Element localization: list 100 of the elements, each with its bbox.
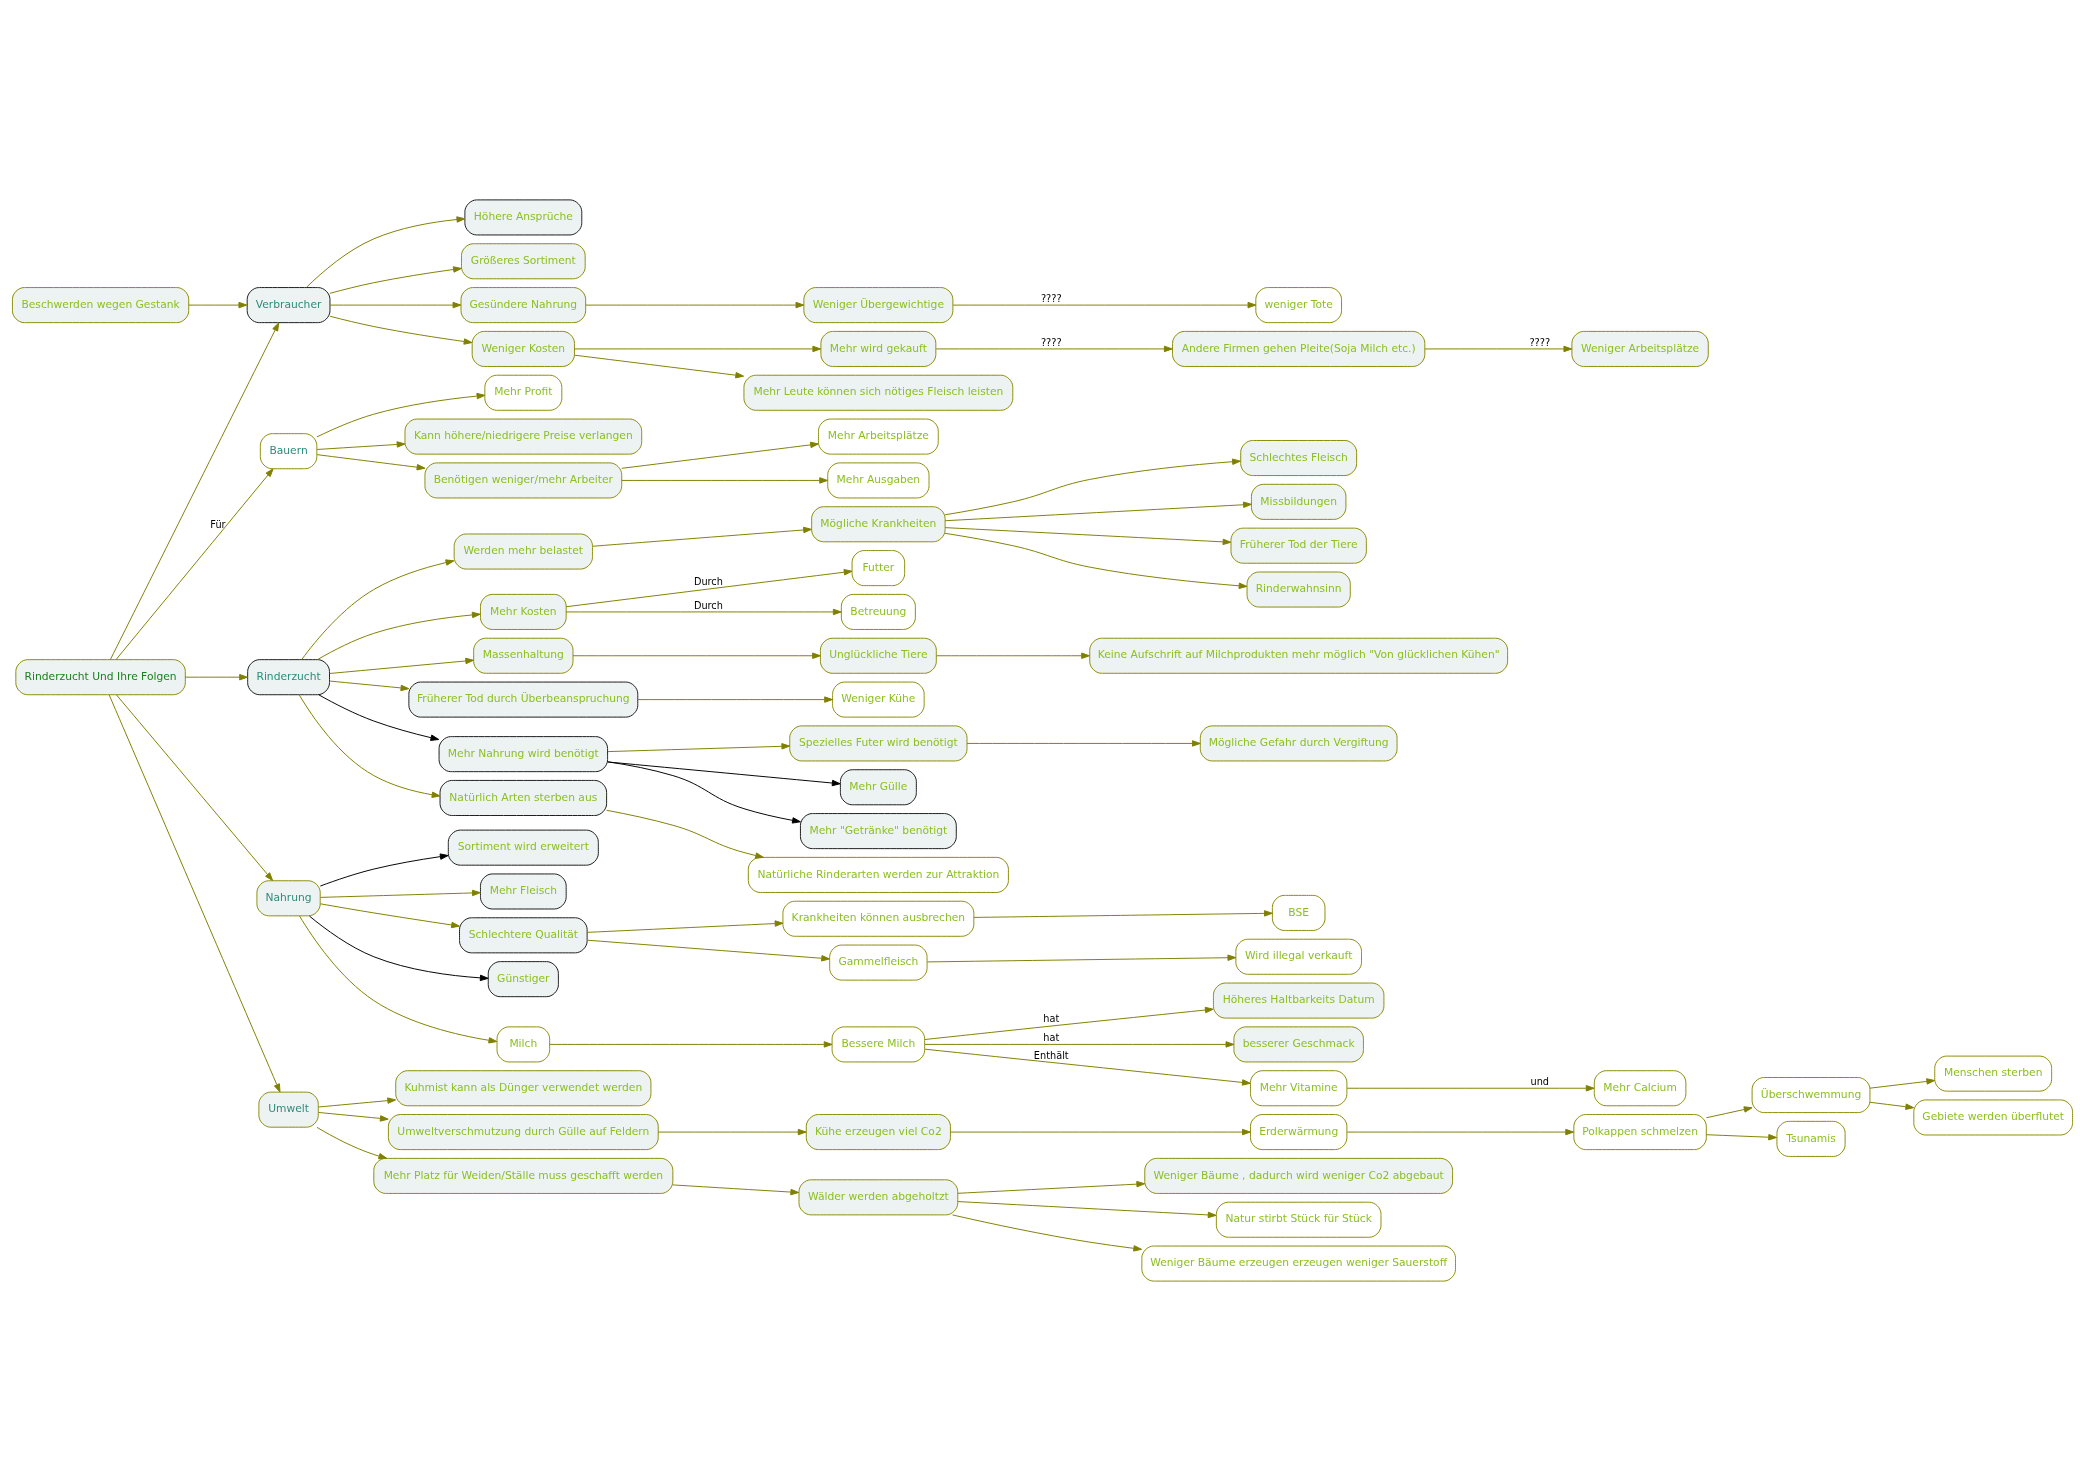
arrow [316, 453, 426, 470]
node-box: Wälder werden abgeholtzt [798, 1178, 959, 1215]
edge-label: hat [1043, 1012, 1060, 1024]
node-box: Schlechtes Fleisch [1240, 439, 1358, 476]
node-box: Kann höhere/niedrigere Preise verlangen [404, 418, 643, 455]
arrow [317, 611, 481, 660]
node-box: Kühe erzeugen viel Co2 [805, 1113, 951, 1150]
arrow [957, 1180, 1146, 1194]
node-box: Mehr Nahrung wird benötigt [438, 735, 609, 772]
arrow [944, 501, 1252, 521]
arrow [585, 301, 805, 308]
node-box: Spezielles Futer wird benötigt [789, 724, 968, 761]
arrow [329, 657, 475, 674]
arrow [329, 315, 473, 345]
node-box: Weniger Übergewichtige [803, 286, 954, 323]
arrow [621, 441, 819, 469]
node-box: Gesündere Nahrung [460, 286, 587, 323]
node-box: Gebiete werden überflutet [1913, 1098, 2074, 1135]
arrow [320, 889, 481, 898]
arrow [936, 652, 1090, 659]
node-box: Umwelt [258, 1091, 319, 1128]
node-box: Mögliche Krankheiten [811, 505, 946, 542]
node-box: Benötigen weniger/mehr Arbeiter [424, 461, 623, 498]
node-box: Unglückliche Tiere [819, 637, 937, 674]
arrow [116, 693, 274, 881]
node-box: Mehr Arbeitsplätze [818, 418, 939, 455]
node-box: Höhere Ansprüche [464, 198, 583, 235]
node-box: Früherer Tod durch Überbeanspruchung [408, 681, 639, 718]
arrow [565, 608, 842, 615]
arrow [924, 1040, 1235, 1048]
node-box: Überschwemmung [1751, 1076, 1871, 1113]
node-box: Mehr wird gekauft [820, 330, 937, 367]
arrow [319, 902, 460, 928]
arrow [672, 1183, 800, 1195]
node-box: Natürlich Arten sterben aus [439, 779, 608, 816]
node-box: BSE [1271, 894, 1326, 931]
node-box: weniger Tote [1255, 286, 1343, 323]
node-box: Weniger Kosten [471, 330, 575, 367]
arrow [586, 939, 830, 961]
arrow [329, 265, 462, 294]
arrow [318, 693, 440, 741]
node-box: Andere Firmen gehen Pleite(Soja Milch etc.) [1172, 330, 1426, 367]
edge-label: Durch [693, 575, 723, 587]
node-box: Rinderwahnsinn [1246, 571, 1351, 608]
arrow [924, 1048, 1251, 1086]
node-box: Natürliche Rinderarten werden zur Attraktion [747, 856, 1009, 893]
arrow [301, 558, 455, 660]
arrow [944, 526, 1232, 545]
node-box: Mehr Leute können sich nötiges Fleisch leisten [743, 374, 1014, 411]
node-box: Weniger Bäume erzeugen erzeugen weniger Sauerstoff [1141, 1245, 1456, 1282]
arrow [592, 526, 812, 547]
arrow [309, 915, 489, 981]
edge-label: und [1530, 1075, 1550, 1087]
node-box: Mehr Gülle [839, 768, 917, 805]
arrow [115, 467, 274, 660]
arrow [1346, 1128, 1575, 1135]
arrow [973, 909, 1273, 918]
arrow [316, 440, 406, 450]
node-box: Bauern [259, 432, 318, 469]
edge-label: ???? [1529, 336, 1551, 348]
node-box: Wird illegal verkauft [1235, 938, 1362, 975]
arrow [108, 693, 281, 1092]
node-box: Massenhaltung [473, 637, 574, 674]
arrow [952, 1213, 1143, 1252]
arrow [1705, 1105, 1753, 1118]
arrow [306, 215, 466, 288]
node-box: Weniger Arbeitsplätze [1571, 330, 1709, 367]
arrow [1869, 1077, 1936, 1089]
arrow [586, 919, 784, 933]
arrow [184, 673, 248, 680]
arrow [607, 742, 791, 752]
arrow [1346, 1084, 1595, 1091]
node-box: Günstiger [487, 960, 559, 997]
arrow [952, 301, 1257, 308]
edge-label: Durch [693, 599, 723, 611]
node-box: Erderwärmung [1249, 1113, 1348, 1150]
node-box: Werden mehr belastet [453, 533, 593, 570]
node-box: Sortiment wird erweitert [447, 829, 599, 866]
arrow [950, 1128, 1251, 1135]
arrow [329, 680, 410, 691]
arrow [298, 914, 498, 1043]
arrow [318, 1111, 389, 1122]
node-box: Kuhmist kann als Dünger verwendet werden [395, 1069, 652, 1106]
arrow [574, 354, 745, 378]
node-box: Mehr Ausgaben [827, 461, 930, 498]
edge-label: ???? [1040, 292, 1062, 304]
arrow [574, 345, 822, 352]
node-box: Missbildungen [1250, 483, 1347, 520]
node-box: Umweltverschmutzung durch Gülle auf Feldern [387, 1113, 659, 1150]
node-box: Früherer Tod der Tiere [1230, 527, 1367, 564]
arrow [109, 321, 280, 660]
node-box: Krankheiten können ausbrechen [782, 900, 975, 937]
node-box: Milch [496, 1025, 551, 1062]
arrow [298, 693, 441, 798]
node-box: Mehr Vitamine [1249, 1069, 1348, 1106]
node-box: Natur stirbt Stück für Stück [1215, 1201, 1382, 1238]
node-box: besserer Geschmack [1233, 1025, 1364, 1062]
arrow [572, 652, 821, 659]
node-box: Keine Aufschrift auf Milchprodukten mehr möglich "Von glücklichen Kühen" [1089, 637, 1509, 674]
node-box: Mehr Profit [484, 374, 563, 411]
